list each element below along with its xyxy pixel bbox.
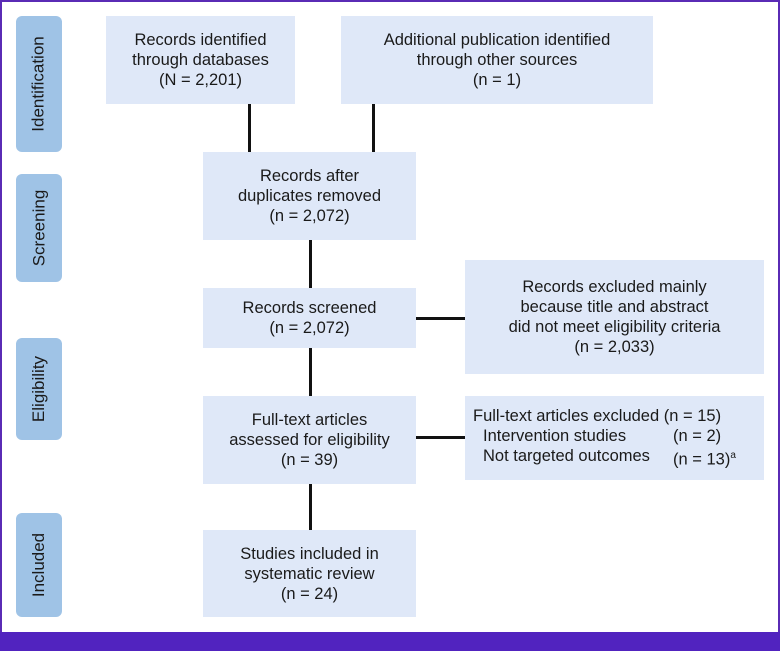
stage-screening: Screening	[16, 174, 62, 282]
connector-dedup-to-screened	[309, 240, 312, 288]
stage-identification-label: Identification	[29, 36, 49, 132]
box-line: did not meet eligibility criteria	[508, 318, 721, 336]
box-line: (n = 2,072)	[269, 319, 350, 337]
figure-frame	[0, 0, 780, 632]
box-line: because title and abstract	[520, 298, 709, 316]
box-line: (n = 24)	[280, 584, 339, 603]
box-studies-included: Studies included in systematic review (n…	[203, 530, 416, 617]
box-line: (n = 1)	[472, 71, 522, 89]
excluded-row-count: (n = 2)	[673, 427, 722, 446]
stage-eligibility-label: Eligibility	[29, 355, 49, 423]
box-after-duplicates: Records after duplicates removed (n = 2,…	[203, 152, 416, 240]
stage-included: Included	[16, 513, 62, 617]
excluded-row-label: Intervention studies	[483, 427, 627, 446]
box-line: Records identified	[134, 31, 267, 49]
connector-db-to-dedup	[248, 104, 251, 152]
excluded-row-count-wrap: (n = 13)a	[673, 446, 736, 470]
connector-screened-to-fulltext	[309, 348, 312, 396]
excluded-row-intervention: Intervention studies (n = 2)	[473, 426, 721, 446]
excluded-row-label: Not targeted outcomes	[483, 447, 650, 466]
box-line: through other sources	[416, 51, 578, 69]
box-line: Full-text articles	[251, 411, 368, 429]
excluded-row-not-targeted: Not targeted outcomes (n = 13)a	[473, 446, 736, 470]
footnote-marker: a	[730, 450, 736, 462]
box-line: Records excluded mainly	[522, 278, 707, 296]
stage-eligibility: Eligibility	[16, 338, 62, 440]
connector-other-to-dedup	[372, 104, 375, 152]
box-additional-sources: Additional publication identified throug…	[341, 16, 653, 104]
connector-screened-to-excluded	[416, 317, 466, 320]
box-line: (n = 39)	[280, 451, 339, 469]
stage-included-label: Included	[29, 532, 48, 598]
box-fulltext-excluded: Full-text articles excluded (n = 15) Int…	[465, 396, 764, 480]
stage-identification: Identification	[16, 16, 62, 152]
box-line: (N = 2,201)	[159, 71, 242, 89]
box-fulltext-assessed: Full-text articles assessed for eligibil…	[203, 396, 416, 484]
box-line: (n = 2,033)	[574, 338, 655, 356]
excluded-header: Full-text articles excluded (n = 15)	[473, 407, 722, 426]
bottom-bar	[0, 632, 780, 651]
box-records-screened: Records screened (n = 2,072)	[203, 288, 416, 348]
box-line: Studies included in	[240, 544, 379, 563]
box-line: through databases	[132, 51, 269, 69]
box-records-identified-databases: Records identified through databases (N …	[106, 16, 295, 104]
box-line: assessed for eligibility	[229, 431, 390, 449]
connector-fulltext-to-excluded	[416, 436, 466, 439]
connector-fulltext-to-included	[309, 484, 312, 530]
excluded-row-count: (n = 13)	[673, 450, 731, 469]
box-line: duplicates removed	[237, 187, 382, 205]
box-records-excluded: Records excluded mainly because title an…	[465, 260, 764, 374]
box-line: Additional publication identified	[383, 31, 611, 49]
box-line: Records after	[259, 167, 360, 185]
box-line: (n = 2,072)	[269, 207, 350, 225]
box-line: systematic review	[244, 564, 375, 583]
stage-screening-label: Screening	[29, 189, 48, 267]
box-line: Records screened	[242, 299, 377, 317]
